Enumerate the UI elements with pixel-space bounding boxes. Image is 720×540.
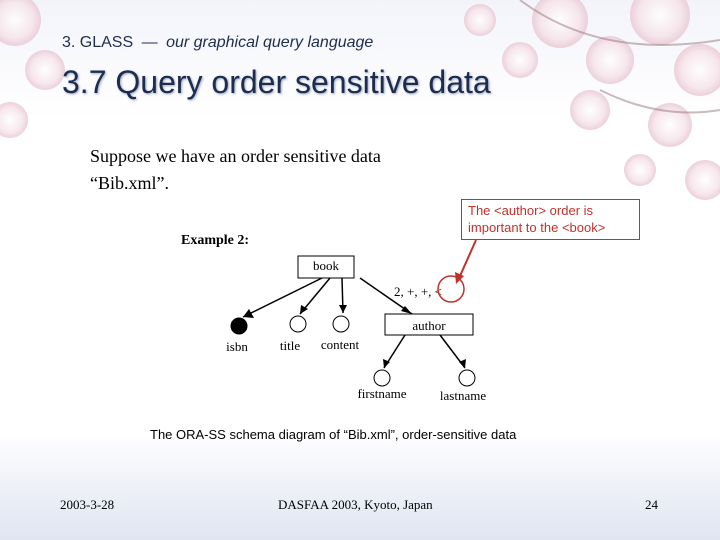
edge-book-isbn (242, 277, 323, 318)
section-subtitle: our graphical query language (166, 34, 374, 51)
callout-arrow-line (459, 239, 477, 277)
lastname-node (458, 369, 476, 387)
intro-line-1: Suppose we have an order sensitive data (90, 146, 381, 166)
arrow-lastname (459, 359, 466, 368)
diagram-caption: The ORA-SS schema diagram of “Bib.xml”, … (150, 427, 517, 442)
book-label: book (313, 258, 340, 273)
arrow-firstname (383, 359, 390, 368)
isbn-label: isbn (226, 339, 248, 354)
order-highlight-circle (437, 275, 465, 303)
title-label: title (280, 338, 300, 353)
isbn-node (230, 317, 248, 335)
title-node (289, 315, 307, 333)
firstname-label: firstname (357, 386, 406, 401)
section-label: 3. GLASS (62, 34, 134, 51)
content-node (332, 315, 350, 333)
content-label: content (321, 337, 360, 352)
arrow-author (401, 306, 412, 314)
edge-book-author (359, 277, 413, 315)
footer-date: 2003-3-28 (60, 497, 115, 512)
footer-page-number: 24 (645, 497, 658, 512)
author-label: author (412, 318, 446, 333)
book-node (297, 255, 355, 279)
callout-note: The <author> order is important to the <… (461, 199, 640, 240)
constraint-label: 2, +, +, < (394, 284, 442, 299)
arrow-title (300, 305, 308, 314)
example-label: Example 2: (181, 233, 250, 248)
footer-conference: DASFAA 2003, Kyoto, Japan (278, 497, 433, 512)
intro-line-2: “Bib.xml”. (90, 173, 169, 193)
arrow-isbn (243, 309, 254, 318)
section-header: 3. GLASS — our graphical query language (62, 34, 373, 52)
lastname-label: lastname (440, 388, 486, 403)
firstname-node (373, 369, 391, 387)
arrow-content (339, 305, 347, 313)
slide-title: 3.7 Query order sensitive data (62, 64, 491, 100)
author-node (384, 313, 474, 336)
section-dash: — (141, 34, 158, 51)
callout-arrow-head (455, 272, 464, 284)
